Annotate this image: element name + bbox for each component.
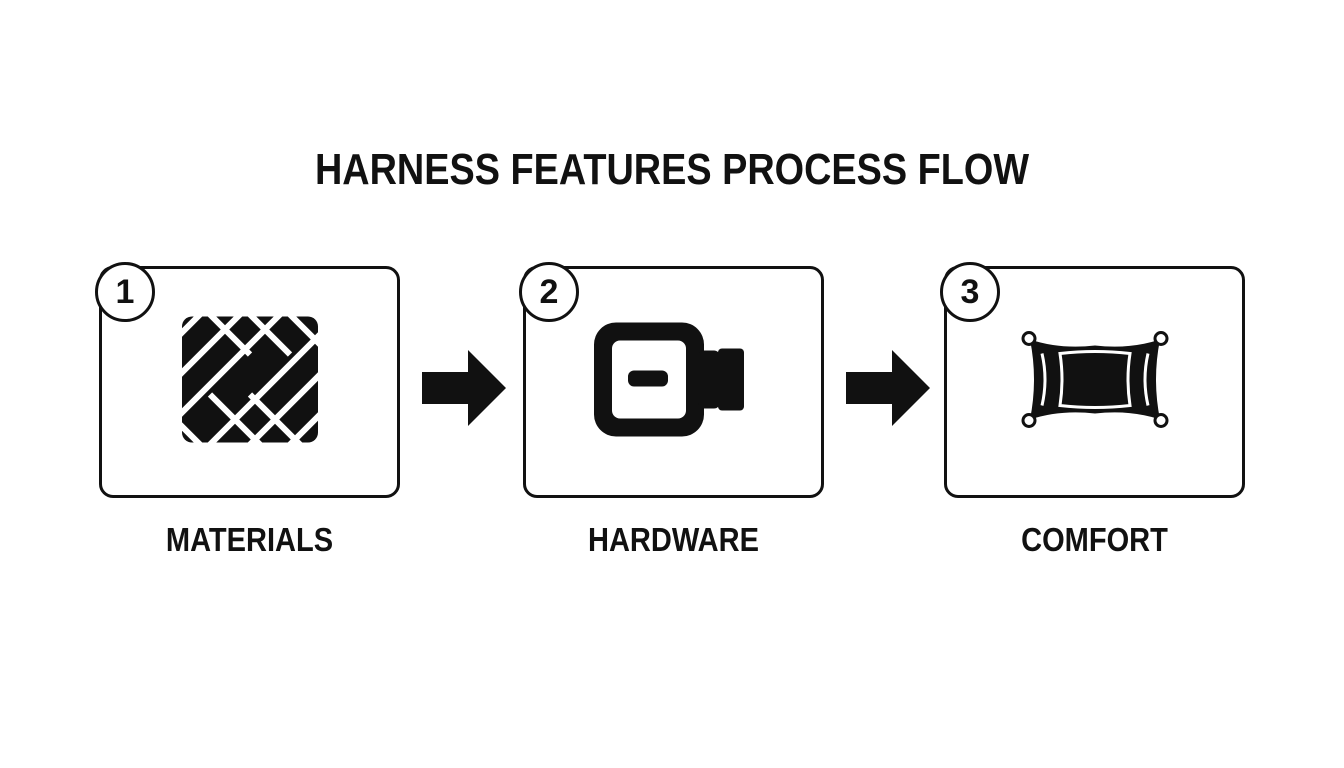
step-comfort-label: COMFORT	[1021, 521, 1168, 558]
step-comfort-box: 3	[940, 262, 1245, 498]
buckle-icon	[593, 322, 754, 442]
arrow-right-icon	[846, 350, 930, 431]
step-number-badge: 2	[519, 262, 579, 322]
arrow-right-icon	[422, 350, 506, 431]
woven-fabric-icon	[180, 315, 320, 450]
step-number-badge: 1	[95, 262, 155, 322]
step-hardware-box: 2	[519, 262, 824, 498]
step-materials-box: 1	[95, 262, 400, 498]
diagram-title: HARNESS FEATURES PROCESS FLOW	[314, 145, 1030, 194]
step-number-badge: 3	[940, 262, 1000, 322]
step-hardware-label: HARDWARE	[587, 521, 759, 558]
step-materials-label: MATERIALS	[165, 521, 334, 558]
padding-cushion-icon	[1020, 328, 1170, 437]
